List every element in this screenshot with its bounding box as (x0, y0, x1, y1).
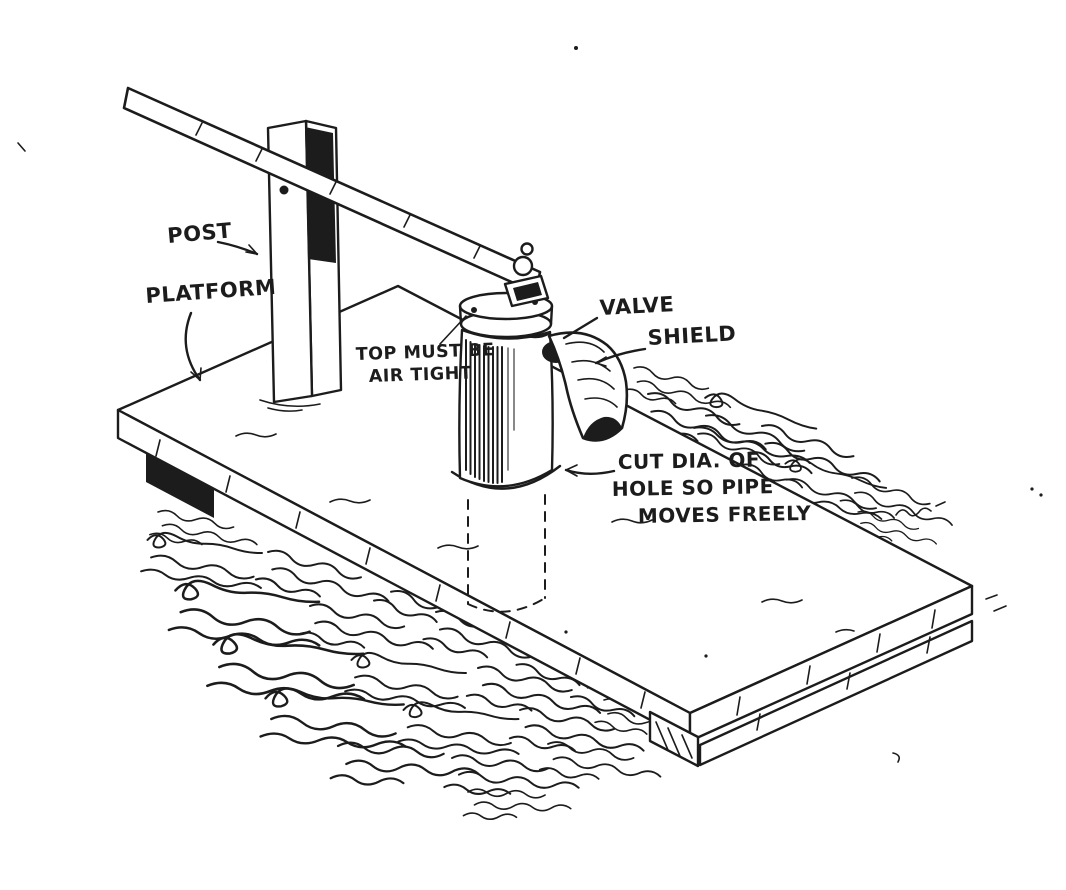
post-front-board (266, 119, 314, 404)
water-squiggle (895, 507, 932, 517)
post-base-shadow (259, 399, 321, 412)
platform-support-left (146, 452, 214, 518)
handle-grain-ticks (195, 122, 481, 259)
platform-skid-right (698, 619, 974, 767)
piston-fitting-shade (513, 282, 542, 301)
hole-arrowhead (565, 464, 578, 477)
shield-mouth (583, 416, 622, 441)
post-arrowhead (245, 244, 258, 255)
shield-label: SHIELD (647, 321, 737, 350)
airtight-label-line1: TOP MUST BE (355, 340, 494, 365)
hole-leader-line (564, 468, 616, 475)
skid-hatching (756, 636, 931, 731)
ink-tick (985, 594, 1007, 612)
ink-tick (17, 142, 26, 152)
platform-arrowhead (190, 367, 202, 381)
pivot-bolt (279, 185, 289, 195)
hole-label-line3: MOVES FREELY (638, 501, 812, 528)
wood-grain-marks (235, 432, 855, 633)
ink-tick (892, 752, 900, 763)
grass-stroke (342, 642, 475, 724)
grass-stroke (508, 699, 649, 777)
stray-marks (17, 46, 1043, 763)
valve-label: VALVE (599, 292, 675, 320)
right-band-hatching (736, 609, 936, 716)
support-front-hatching (655, 721, 693, 759)
valve-leader-line (562, 316, 599, 340)
platform-label: PLATFORM (145, 275, 277, 308)
platform-leader-line (184, 311, 202, 382)
pipe-shading (465, 339, 503, 484)
grass-stroke (203, 621, 375, 720)
ink-tick (935, 501, 946, 507)
hole-label-line1: CUT DIA. OF (618, 448, 761, 474)
ink-dot (574, 46, 578, 50)
ink-dot (1039, 493, 1043, 497)
grain-dot (564, 630, 568, 634)
linkage-knob (520, 242, 534, 256)
grass-stroke (462, 783, 573, 830)
grain-dot (704, 654, 708, 658)
front-band-hatching (155, 439, 646, 709)
ink-dot (1030, 487, 1034, 491)
shield-hatching (565, 341, 618, 408)
grass-stroke (148, 503, 261, 565)
annotations: POST PLATFORM TOP MUST BE AIR TIGHT VALV… (145, 218, 812, 528)
cap-bolt (471, 307, 477, 313)
grass-stroke (443, 747, 583, 814)
pipe-light-shading (507, 347, 515, 471)
grass-stroke (138, 522, 271, 604)
shield-arrowhead (595, 356, 607, 367)
hole-label-line2: HOLE SO PIPE (612, 474, 774, 501)
linkage-ball (512, 255, 534, 277)
pipe-hidden-dashed (467, 494, 546, 613)
platform-support-front (648, 710, 700, 768)
airtight-leader-line (439, 315, 467, 345)
airtight-label-line2: AIR TIGHT (368, 363, 472, 387)
